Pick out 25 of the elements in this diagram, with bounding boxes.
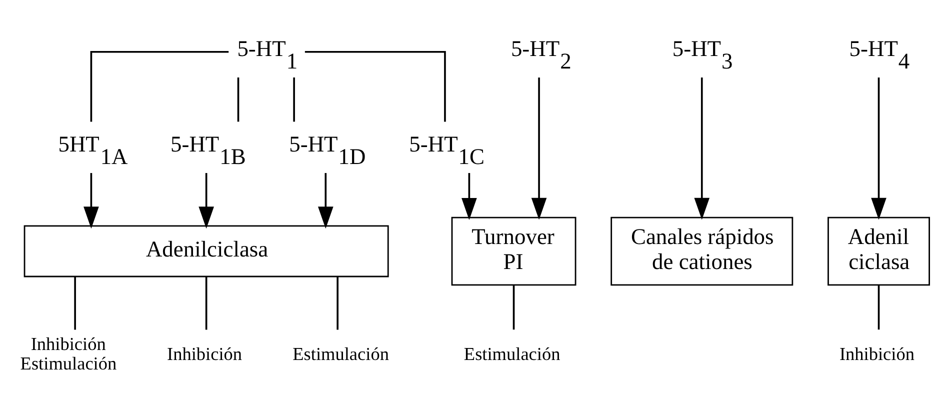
- node-box: Adenil ciclasa: [827, 216, 930, 286]
- arrow: [461, 172, 476, 220]
- connector: [236, 76, 239, 122]
- node-text: Estimulación: [463, 343, 560, 364]
- connector: [304, 50, 446, 122]
- node-text: Inhibición Estimulación: [20, 334, 116, 374]
- connector: [90, 50, 228, 122]
- node-text: Inhibición: [838, 343, 914, 364]
- arrow: [870, 77, 886, 220]
- node-text: Estimulación: [292, 343, 388, 364]
- connector: [204, 276, 207, 330]
- arrow: [694, 77, 710, 220]
- arrow: [317, 172, 333, 228]
- node-box: Adenilciclasa: [23, 224, 388, 277]
- connector: [292, 76, 294, 122]
- node-box: Canales rápidos de cationes: [610, 216, 793, 286]
- connector: [74, 276, 76, 330]
- arrow: [530, 77, 546, 220]
- connector: [877, 284, 880, 330]
- node-box: Turnover PI: [450, 216, 576, 286]
- connector: [336, 276, 338, 330]
- node-text: Inhibición: [166, 343, 242, 364]
- arrow: [198, 172, 214, 228]
- arrow: [83, 172, 98, 228]
- connector: [512, 284, 514, 330]
